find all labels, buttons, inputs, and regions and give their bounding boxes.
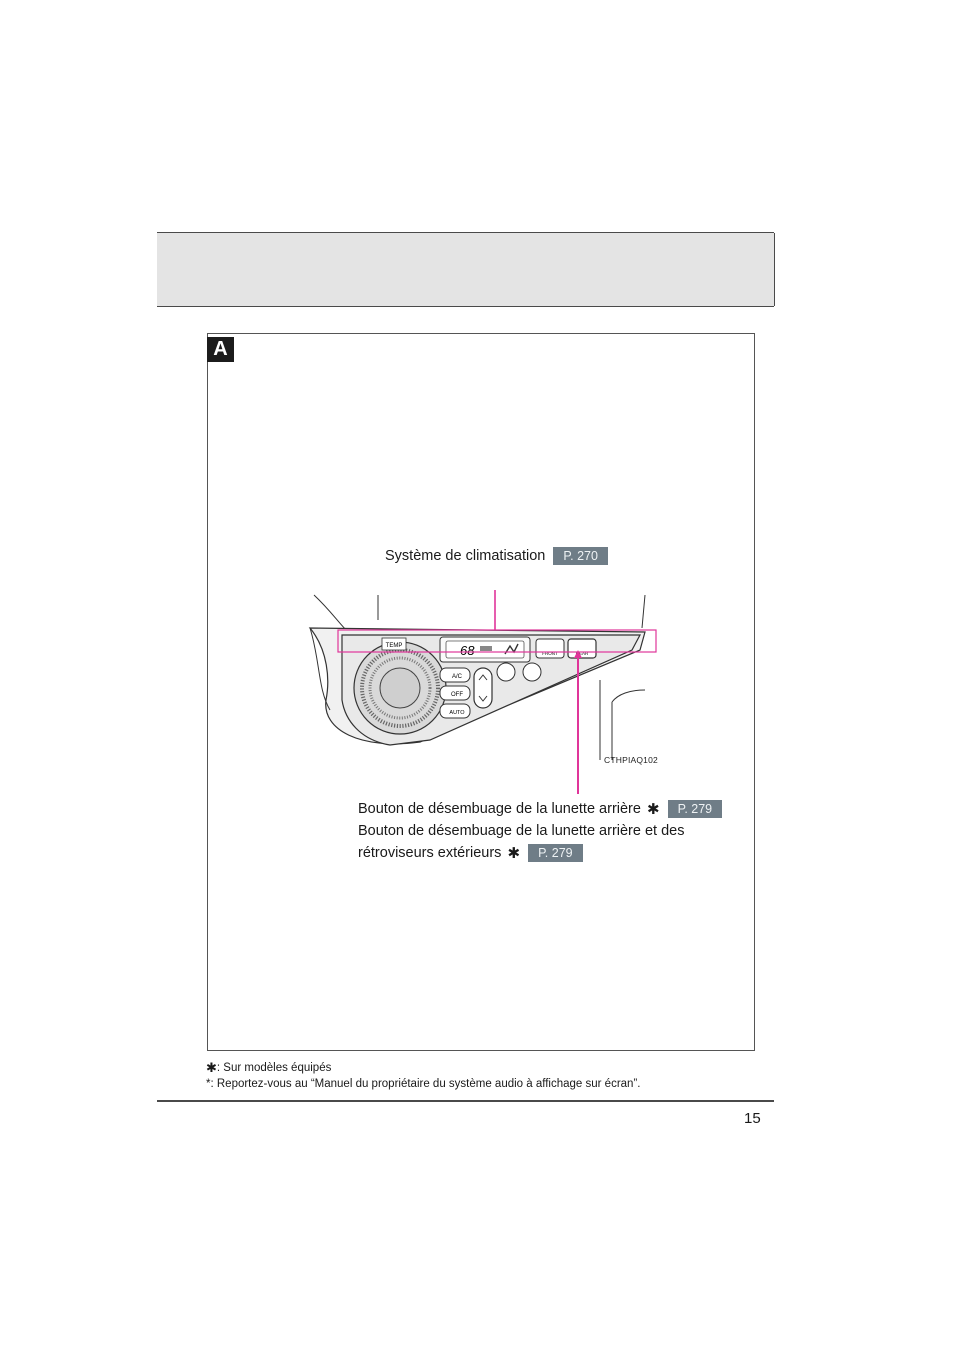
climate-page-ref[interactable]: P. 270 [553, 547, 608, 566]
illustration-code: CTHPIAQ102 [604, 755, 658, 765]
footnote-audio: *: Reportez-vous au “Manuel du propriéta… [206, 1078, 641, 1090]
temp-label: TEMP [386, 643, 403, 649]
off-label: OFF [451, 692, 463, 698]
equipped-asterisk-icon: ✱ [206, 1060, 217, 1075]
footnote-equipped-text: : Sur modèles équipés [216, 1062, 332, 1074]
ac-label: A/C [452, 674, 463, 680]
content-frame [207, 333, 755, 1051]
equipped-asterisk-icon: ✱ [507, 845, 521, 862]
rear-defogger-label: Bouton de désembuage de la lunette arriè… [358, 801, 641, 817]
footnote-equipped: ✱: Sur modèles équipés [206, 1060, 331, 1076]
rear-mirrors-callout-line1: Bouton de désembuage de la lunette arriè… [358, 820, 684, 842]
climate-callout: Système de climatisation P. 270 [385, 545, 608, 567]
climate-panel-illustration: TEMP 68 FRONT REAR A/C OFF AUTO [308, 590, 657, 760]
auto-label: AUTO [449, 710, 465, 716]
page-number: 15 [744, 1110, 761, 1127]
bottom-rule [157, 1100, 774, 1102]
rear-mirrors-page-ref[interactable]: P. 279 [528, 844, 583, 863]
rear-mirrors-callout-line2: rétroviseurs extérieurs ✱ P. 279 [358, 842, 583, 865]
display-readout: 68 [460, 643, 475, 658]
rear-mirrors-label-line1: Bouton de désembuage de la lunette arriè… [358, 823, 685, 839]
rear-label: REAR [576, 651, 589, 656]
section-badge: A [207, 337, 234, 362]
rear-defogger-callout: Bouton de désembuage de la lunette arriè… [358, 798, 723, 821]
header-band [157, 232, 775, 307]
front-label: FRONT [542, 651, 558, 656]
rear-defogger-page-ref[interactable]: P. 279 [667, 800, 723, 819]
rear-mirrors-label-line2: rétroviseurs extérieurs [358, 845, 502, 861]
climate-label: Système de climatisation [385, 548, 546, 564]
rear-leader-line [577, 658, 579, 794]
equipped-asterisk-icon: ✱ [646, 801, 660, 818]
